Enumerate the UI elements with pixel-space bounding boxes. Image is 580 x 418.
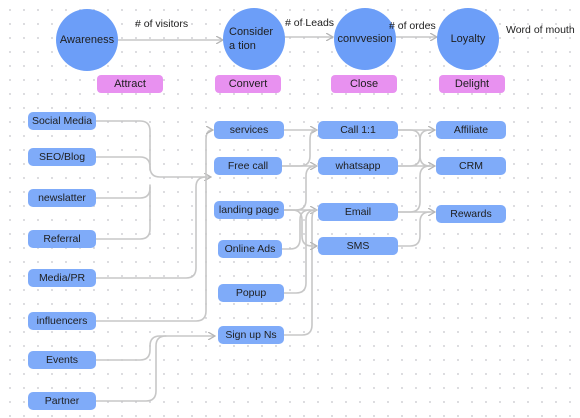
source-social-media[interactable]: Social Media — [28, 112, 96, 130]
close-whatsapp[interactable]: whatsapp — [318, 157, 398, 175]
edge-popup-email — [283, 209, 317, 294]
source-newsletter[interactable]: newslatter — [28, 189, 96, 207]
stage-awareness-label: Awareness — [59, 34, 115, 46]
label-word-of-mouth: Word of mouth — [506, 24, 575, 36]
stage-consideration-label: Considera tion — [229, 26, 274, 52]
label-leads: # of Leads — [285, 17, 335, 29]
edge-source-seo — [95, 156, 151, 171]
convert-landing-page[interactable]: landing page — [214, 201, 284, 219]
edge-sms-rewards — [397, 211, 431, 247]
edge-source-influencers — [95, 130, 212, 322]
edge-source-media — [95, 176, 207, 279]
edge-whatsapp-affiliate — [397, 129, 431, 167]
phase-attract[interactable]: Attract — [97, 75, 163, 93]
phase-close[interactable]: Close — [331, 75, 397, 93]
phase-convert[interactable]: Convert — [215, 75, 281, 93]
convert-online-ads[interactable]: Online Ads — [218, 240, 282, 258]
convert-free-call[interactable]: Free call — [214, 157, 282, 175]
source-media-pr[interactable]: Media/PR — [28, 269, 96, 287]
edge-landing-sms — [283, 209, 316, 246]
phase-delight[interactable]: Delight — [439, 75, 505, 93]
close-call[interactable]: Call 1:1 — [318, 121, 398, 139]
edge-call-crm — [397, 129, 431, 167]
edge-landing-whatsapp — [283, 165, 317, 211]
stage-loyalty-label: Loyalty — [450, 33, 486, 45]
convert-popup[interactable]: Popup — [218, 284, 284, 302]
convert-services[interactable]: services — [214, 121, 284, 139]
edge-source-partner — [95, 335, 167, 402]
delight-crm[interactable]: CRM — [436, 157, 506, 175]
delight-affiliate[interactable]: Affiliate — [436, 121, 506, 139]
edge-source-events — [95, 336, 214, 361]
edge-signup-email — [283, 209, 317, 336]
convert-sign-up-ns[interactable]: Sign up Ns — [218, 326, 284, 344]
edge-email-crm — [397, 165, 431, 213]
stage-loyalty[interactable]: Loyalty — [437, 8, 499, 70]
source-influencers[interactable]: influencers — [28, 312, 96, 330]
label-visitors: # of visitors — [135, 18, 189, 30]
edge-source-newsletter — [95, 184, 151, 199]
source-partner[interactable]: Partner — [28, 392, 96, 410]
source-events[interactable]: Events — [28, 351, 96, 369]
edge-ads-email — [281, 209, 311, 250]
label-orders: # of ordes — [389, 20, 436, 32]
edge-source-referral — [95, 186, 151, 240]
delight-rewards[interactable]: Rewards — [436, 205, 506, 223]
source-seo-blog[interactable]: SEO/Blog — [28, 148, 96, 166]
close-email[interactable]: Email — [318, 203, 398, 221]
stage-consideration[interactable]: Considera tion — [223, 8, 285, 70]
close-sms[interactable]: SMS — [318, 237, 398, 255]
source-referral[interactable]: Referral — [28, 230, 96, 248]
stage-conversion-label: convvesion — [337, 33, 393, 45]
stage-awareness[interactable]: Awareness — [56, 9, 118, 71]
stage-conversion[interactable]: convvesion — [334, 8, 396, 70]
edge-source-social-media — [95, 120, 210, 177]
edge-freecall-call — [281, 129, 317, 167]
